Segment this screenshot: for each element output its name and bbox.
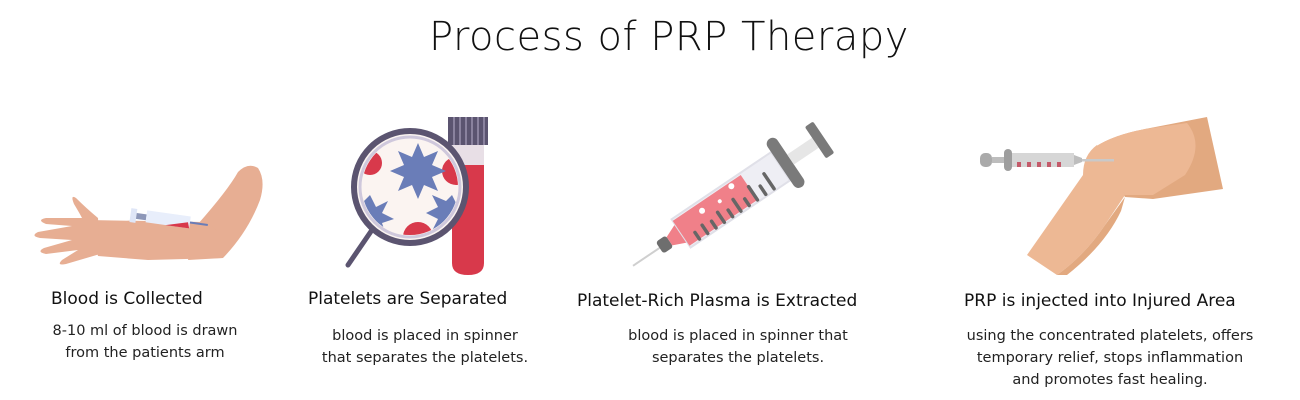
step-1-title: Blood is Collected — [51, 289, 203, 309]
arm-blood-draw-icon — [34, 165, 263, 265]
step-2-description: blood is placed in spinner that separate… — [321, 328, 529, 366]
step-3-title: Platelet-Rich Plasma is Extracted — [577, 291, 858, 311]
page-title: Process of PRP Therapy — [429, 14, 909, 60]
step-2-title: Platelets are Separated — [308, 289, 508, 309]
step-4-title: PRP is injected into Injured Area — [964, 291, 1236, 311]
knee-injection-icon — [980, 117, 1223, 275]
step-1-description: 8-10 ml of blood is drawn from the patie… — [52, 323, 238, 361]
magnifier-blood-tube-icon — [345, 117, 488, 275]
step-4-description: using the concentrated platelets, offers… — [966, 328, 1254, 388]
syringe-plasma-icon — [632, 122, 834, 267]
step-3-description: blood is placed in spinner that separate… — [628, 328, 848, 366]
